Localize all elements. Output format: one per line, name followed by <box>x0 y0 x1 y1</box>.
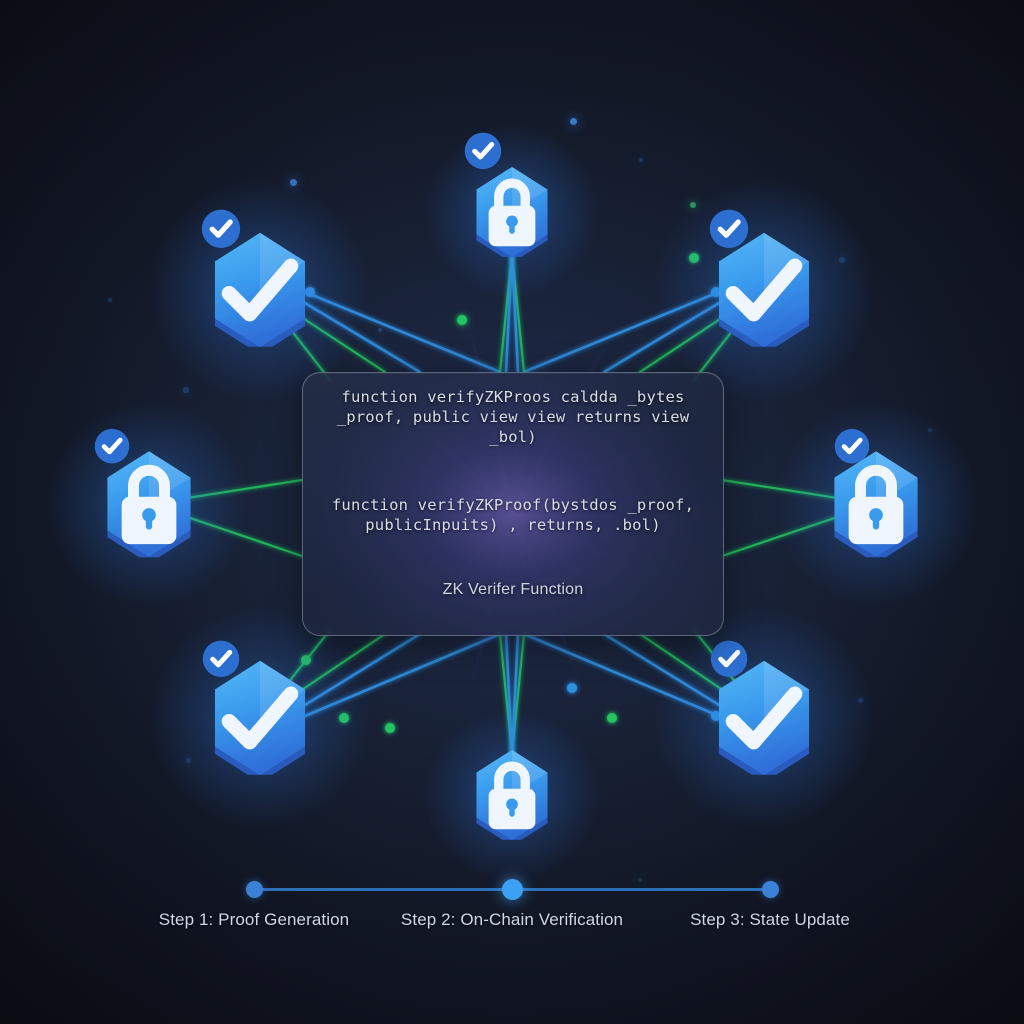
code-block-primary: function verifyZKProos caldda _bytes _pr… <box>336 388 699 446</box>
connection-endpoint-dot <box>305 287 315 297</box>
node-mid-left[interactable] <box>48 403 250 605</box>
node-mid-right[interactable] <box>775 403 977 605</box>
timeline-step-label-2: Step 2: On-Chain Verification <box>400 910 624 929</box>
node-top-center[interactable] <box>425 125 599 299</box>
hexagon-body <box>214 232 306 348</box>
badge-check-icon <box>717 219 741 239</box>
timeline-dot-2[interactable] <box>501 879 523 900</box>
timeline-step-label-3: Step 3: State Update <box>690 910 850 929</box>
lock-icon <box>488 178 536 247</box>
badge-check-icon <box>841 437 863 455</box>
verified-check-badge[interactable] <box>464 132 502 170</box>
connection-endpoint-dot <box>689 253 699 263</box>
verified-check-badge[interactable] <box>201 209 241 249</box>
node-bottom-left[interactable] <box>150 608 370 828</box>
verified-check-badge[interactable] <box>834 428 870 464</box>
check-icon <box>221 686 299 750</box>
timeline-dot-3[interactable] <box>761 881 779 898</box>
node-top-left[interactable] <box>150 180 370 400</box>
badge-check-icon <box>101 437 123 455</box>
badge-check-icon <box>210 650 233 668</box>
timeline-dot-1[interactable] <box>245 881 263 898</box>
lock-icon <box>121 464 177 545</box>
connection-line <box>298 298 422 374</box>
verified-check-badge[interactable] <box>709 209 749 249</box>
lock-icon <box>848 464 904 545</box>
card-title-label: ZK Verifer Function <box>442 581 584 598</box>
verified-check-badge[interactable] <box>710 640 748 678</box>
connection-endpoint-dot <box>567 683 577 693</box>
check-icon <box>221 258 299 322</box>
connection-endpoint-dot <box>711 287 721 297</box>
hexagon-facet-highlight <box>260 232 305 290</box>
timeline-step-label-1: Step 1: Proof Generation <box>158 910 350 929</box>
check-icon <box>725 686 803 750</box>
check-icon <box>725 258 803 322</box>
badge-check-icon <box>718 650 741 668</box>
hexagon-body <box>214 660 306 776</box>
lock-icon <box>488 761 536 830</box>
node-top-right[interactable] <box>654 180 874 400</box>
connection-endpoint-dot <box>385 723 395 733</box>
connection-endpoint-dot <box>457 315 467 325</box>
code-block-secondary: function verifyZKProof(bystdos _proof, p… <box>331 496 704 534</box>
hexagon-facet-highlight <box>764 232 809 290</box>
connection-endpoint-dot <box>607 713 617 723</box>
badge-check-icon <box>209 219 233 239</box>
connection-endpoint-dot <box>711 711 721 721</box>
process-timeline: Step 1: Proof Generation Step 2: On-Chain… <box>0 860 1024 970</box>
node-bottom-right[interactable] <box>654 608 874 828</box>
connection-line <box>602 298 726 374</box>
connection-endpoint-dot <box>339 713 349 723</box>
node-bottom-center[interactable] <box>425 708 599 882</box>
hexagon-body <box>718 660 810 776</box>
verified-check-badge[interactable] <box>202 640 240 678</box>
verified-check-badge[interactable] <box>94 428 130 464</box>
hexagon-facet-highlight <box>260 660 305 718</box>
hexagon-facet-highlight <box>764 660 809 718</box>
hexagon-body <box>718 232 810 348</box>
badge-check-icon <box>472 142 495 160</box>
verifier-function-card[interactable]: function verifyZKProos caldda _bytes _pr… <box>302 372 724 636</box>
connection-endpoint-dot <box>301 655 311 665</box>
